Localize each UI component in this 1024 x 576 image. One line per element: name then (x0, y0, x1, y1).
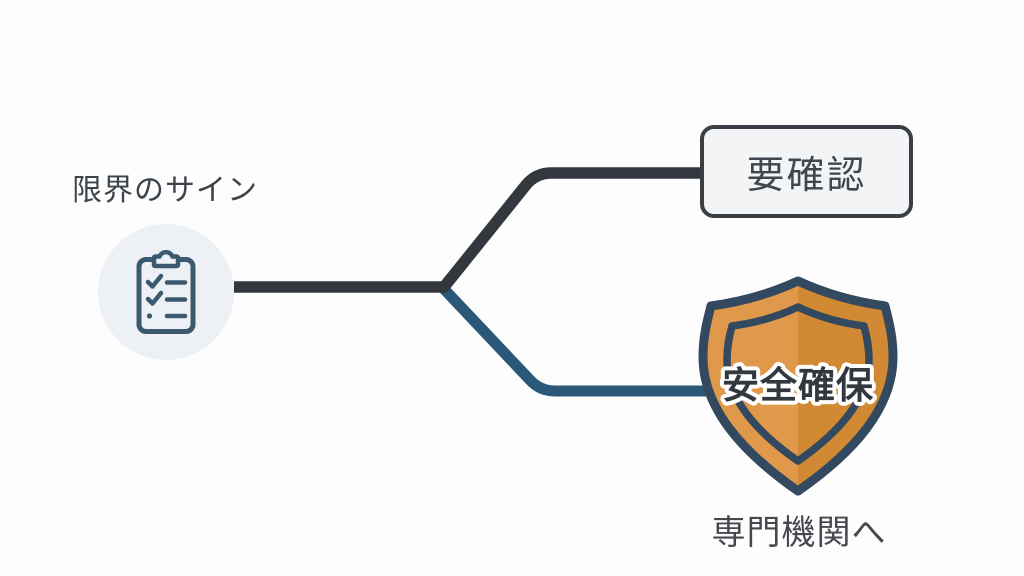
page-title: 限界のサイン (72, 174, 258, 207)
connector-to-safety (440, 285, 712, 397)
shield-icon: 安全確保 (698, 276, 898, 496)
source-node-circle (98, 224, 234, 360)
safety-node: 安全確保 (698, 276, 898, 498)
specialist-caption: 専門機関へ (711, 514, 887, 552)
check-required-box: 要確認 (700, 125, 913, 218)
shield-inner-border (723, 303, 873, 465)
safety-label: 安全確保 (722, 364, 874, 406)
clipboard-checklist-icon (136, 249, 196, 334)
check-required-label: 要確認 (746, 155, 867, 197)
shield-outer-border (698, 276, 898, 496)
connector-to-check-required (234, 167, 703, 293)
